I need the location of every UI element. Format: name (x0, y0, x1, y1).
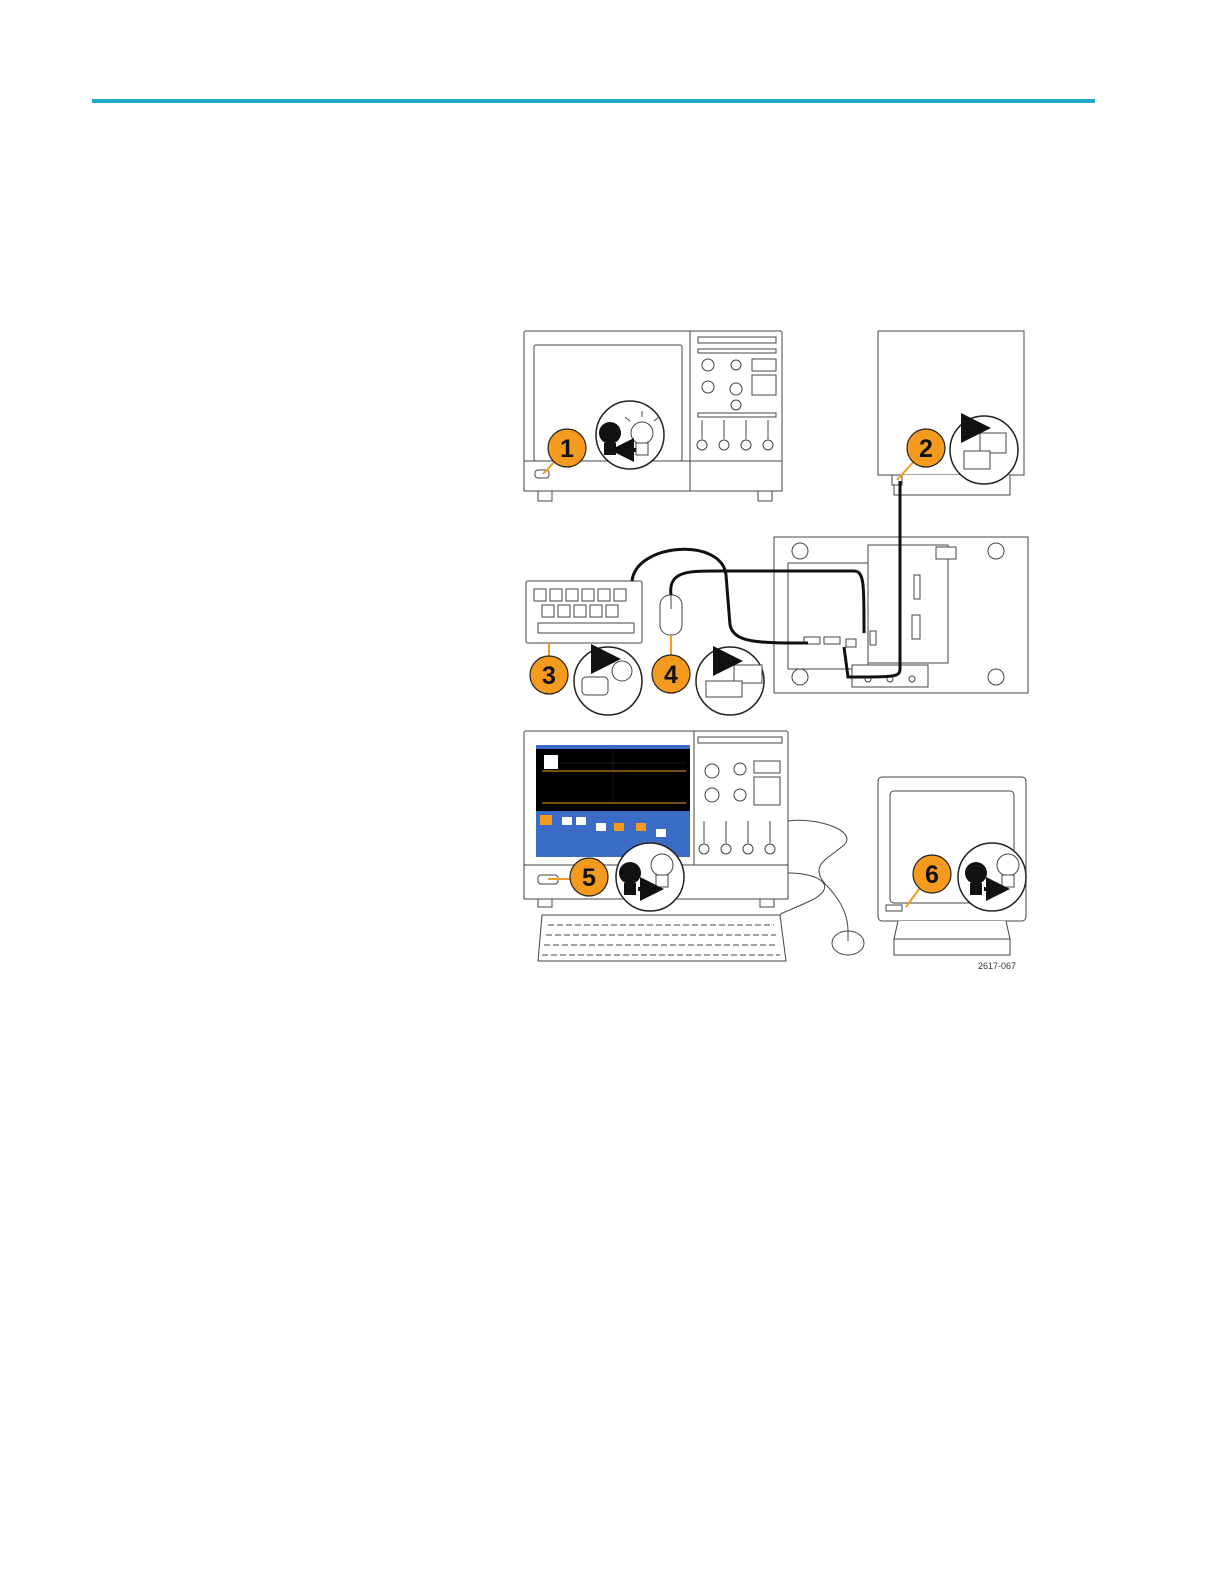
step-6-number: 6 (925, 861, 939, 889)
step-1-number: 1 (560, 435, 574, 463)
keyboard-connector-icon (574, 647, 642, 715)
top-accent-rule (92, 99, 1095, 103)
step-2-number: 2 (919, 435, 933, 463)
step-3-number: 3 (542, 662, 556, 690)
setup-illustration: 1 2 (518, 325, 1038, 975)
figure-id-label: 2617-067 (978, 961, 1016, 971)
keyboard-small (526, 581, 642, 643)
step-4-number: 4 (664, 661, 678, 689)
step-5-number: 5 (582, 864, 596, 892)
mouse-small (660, 595, 682, 635)
step-4-callout: 4 (652, 635, 690, 693)
step-3-callout: 3 (530, 643, 568, 694)
mouse-large (832, 931, 864, 955)
keyboard-large (538, 915, 786, 961)
mouse-usb-connector-icon (696, 647, 764, 715)
lamp-on-icon (616, 843, 684, 911)
thin-cables (780, 820, 848, 931)
lamp-on-icon-monitor (958, 843, 1026, 911)
lamp-off-icon (596, 401, 664, 469)
oscilloscope-screen (536, 745, 690, 857)
video-connector-icon (950, 416, 1018, 484)
